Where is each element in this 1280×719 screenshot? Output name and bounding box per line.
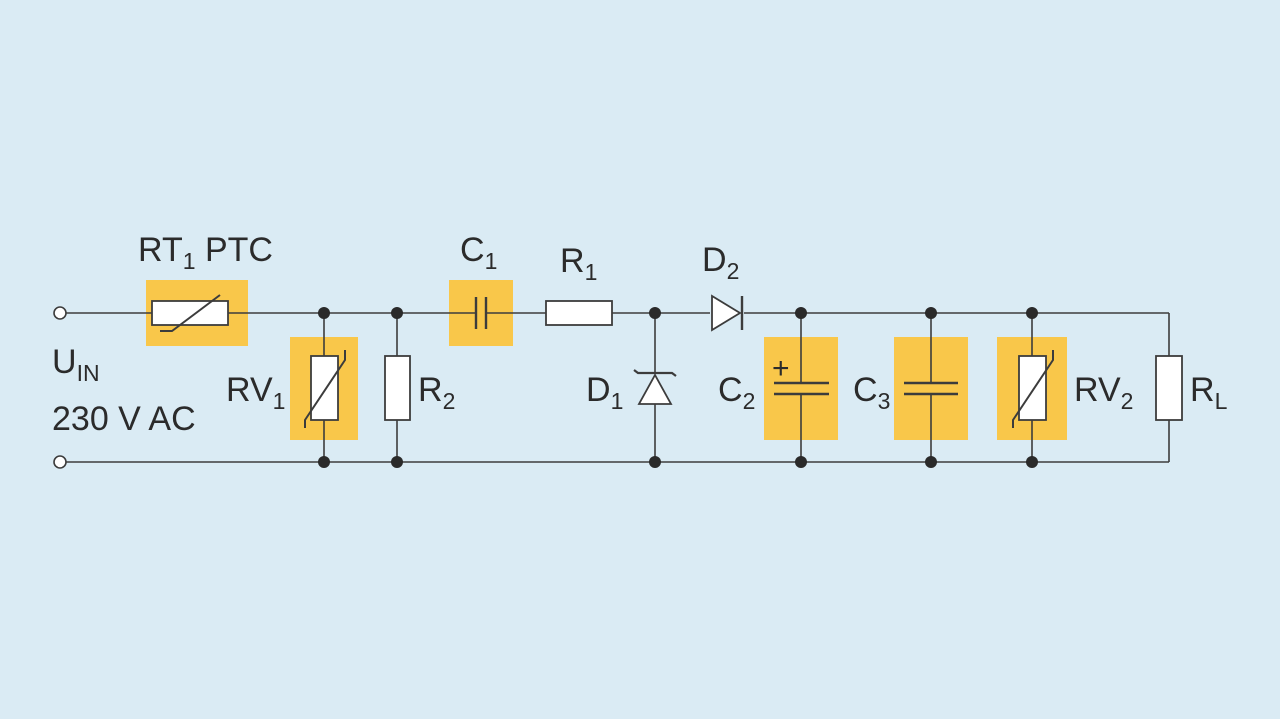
label-uin: UIN bbox=[52, 343, 100, 386]
rv2-varistor bbox=[1012, 313, 1054, 462]
c1-capacitor bbox=[474, 297, 488, 329]
c2-capacitor bbox=[774, 313, 829, 462]
input-terminal-bottom bbox=[53, 455, 67, 469]
rl-load-resistor bbox=[1155, 355, 1183, 421]
input-terminal-top bbox=[53, 306, 67, 320]
label-d2: D2 bbox=[702, 241, 739, 284]
label-r1: R1 bbox=[560, 242, 597, 285]
r1-resistor bbox=[545, 300, 613, 326]
d2-diode bbox=[711, 294, 744, 332]
label-rt1: RT1 PTC bbox=[138, 231, 273, 274]
rv1-varistor bbox=[304, 313, 346, 462]
label-r2: R2 bbox=[418, 371, 455, 414]
label-input-voltage: 230 V AC bbox=[52, 400, 196, 438]
d1-zener-diode bbox=[633, 313, 677, 462]
label-c3: C3 bbox=[853, 371, 890, 414]
label-rv2: RV2 bbox=[1074, 371, 1133, 414]
label-c2: C2 bbox=[718, 371, 755, 414]
c2-polarity-mark: + bbox=[772, 352, 790, 385]
r2-resistor bbox=[384, 313, 411, 462]
c3-capacitor bbox=[904, 313, 958, 462]
label-c1: C1 bbox=[460, 231, 497, 274]
label-rv1: RV1 bbox=[226, 371, 285, 414]
label-d1: D1 bbox=[586, 371, 623, 414]
label-rl: RL bbox=[1190, 371, 1228, 414]
rt1-ptc-thermistor bbox=[151, 294, 229, 332]
junction-dots bbox=[318, 307, 1038, 468]
